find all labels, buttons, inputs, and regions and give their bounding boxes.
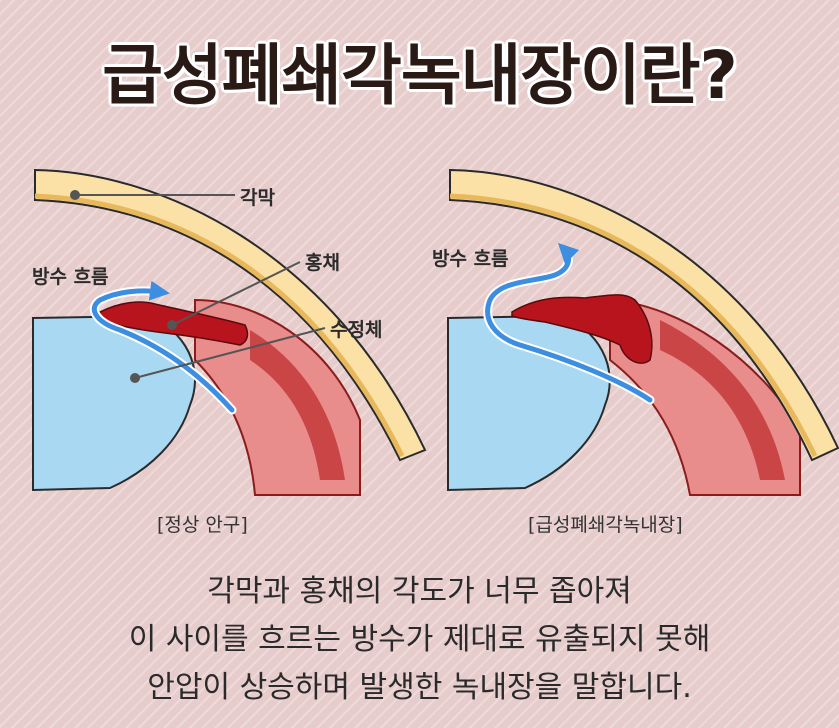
right-lens bbox=[447, 314, 611, 492]
description-line-2: 이 사이를 흐르는 방수가 제대로 유출되지 못해 bbox=[128, 622, 711, 657]
caption-glaucoma-eye: [급성폐쇄각녹내장] bbox=[528, 514, 683, 536]
right-ciliary-dark bbox=[660, 320, 785, 480]
label-lens: 수정체 bbox=[330, 319, 383, 341]
description-line-1: 각막과 홍채의 각도가 너무 좁아져 bbox=[207, 574, 632, 609]
normal-eye-illustration bbox=[32, 168, 427, 496]
label-aqueous-flow-right: 방수 흐름 bbox=[432, 248, 509, 270]
label-iris: 홍채 bbox=[305, 252, 340, 274]
caption-normal-eye: [정상 안구] bbox=[157, 514, 248, 536]
description-line-3: 안압이 상승하며 발생한 녹내장을 말합니다. bbox=[147, 670, 692, 705]
description: 각막과 홍채의 각도가 너무 좁아져 이 사이를 흐르는 방수가 제대로 유출되… bbox=[0, 568, 839, 712]
label-aqueous-flow-left: 방수 흐름 bbox=[32, 266, 109, 288]
glaucoma-eye-illustration bbox=[447, 168, 839, 496]
left-lens bbox=[32, 314, 196, 492]
label-cornea: 각막 bbox=[240, 187, 275, 209]
page-title: 급성폐쇄각녹내장이란? bbox=[102, 37, 738, 114]
right-iris bbox=[511, 294, 653, 364]
left-ciliary-dark bbox=[250, 330, 345, 480]
